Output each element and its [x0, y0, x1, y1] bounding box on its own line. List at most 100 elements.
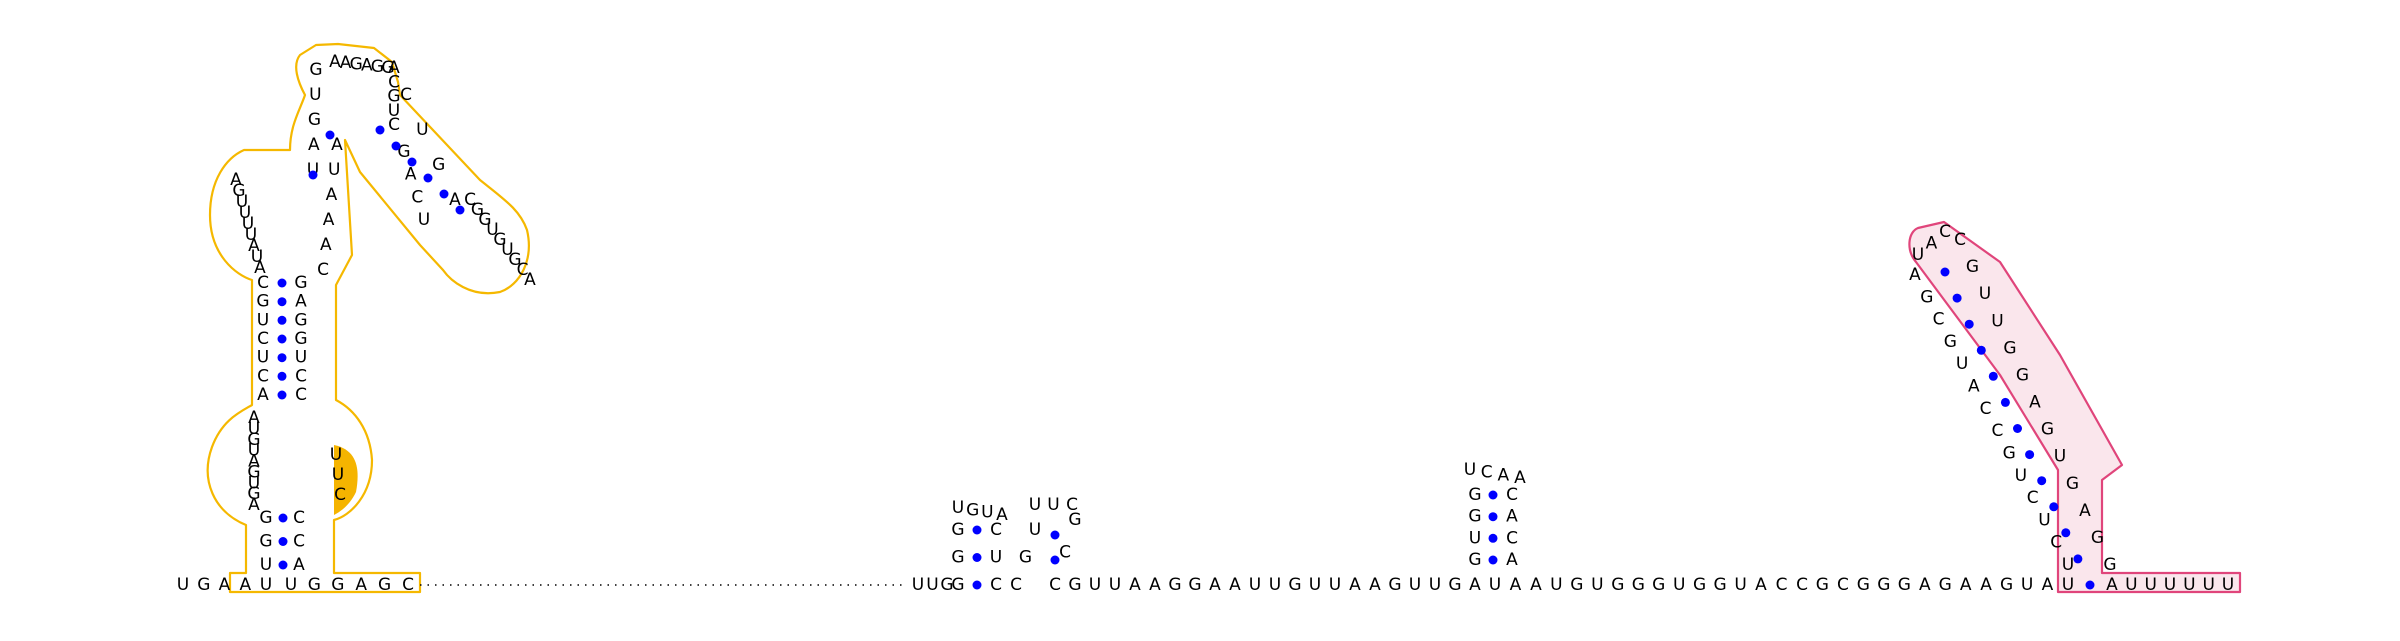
- nucleotide: U: [332, 465, 344, 485]
- nucleotide: A: [308, 135, 320, 155]
- stem-a-5prime: UGG: [259, 508, 272, 575]
- nucleotide: G: [331, 575, 344, 595]
- domain-2-outline: [1908, 220, 2242, 594]
- nucleotide: U: [912, 575, 924, 595]
- nucleotide: A: [355, 575, 367, 595]
- base-pair-dot: [2037, 476, 2047, 486]
- nucleotide: G: [259, 532, 272, 552]
- nucleotide: A: [1497, 465, 1509, 485]
- nucleotide: C: [517, 260, 529, 280]
- hp2-pairs: [1050, 530, 1060, 565]
- nucleotide: A: [323, 210, 335, 230]
- nucleotide: C: [388, 115, 400, 135]
- nucleotide: G: [966, 500, 979, 520]
- nucleotide: C: [1506, 528, 1518, 548]
- nucleotide: G: [1068, 575, 1081, 595]
- nucleotide: G: [1468, 485, 1481, 505]
- nucleotide: U: [981, 503, 993, 523]
- base-pair-dot: [972, 553, 982, 562]
- nucleotide: A: [524, 270, 536, 290]
- base-pair-dot: [972, 580, 982, 590]
- nucleotide: A: [230, 170, 242, 190]
- nucleotide: G: [1019, 548, 1032, 568]
- nucleotide: A: [1369, 575, 1381, 595]
- nucleotide: C: [1066, 495, 1078, 515]
- nucleotide: A: [1506, 507, 1518, 527]
- nucleotide: C: [257, 273, 269, 293]
- domain-1-highlight: [334, 445, 358, 515]
- stem-b-pairs: [277, 278, 287, 400]
- nucleotide: A: [1514, 468, 1526, 488]
- nucleotide: U: [1309, 575, 1321, 595]
- nucleotide: U: [990, 548, 1002, 568]
- nucleotide: U: [388, 101, 400, 121]
- nucleotide: U: [2062, 575, 2074, 595]
- nucleotide: C: [1506, 485, 1518, 505]
- nucleotide: G: [350, 54, 363, 74]
- nucleotide: G: [2103, 555, 2116, 575]
- base-pair-dot: [1050, 530, 1060, 540]
- nucleotide: A: [449, 190, 461, 210]
- nucleotide: C: [990, 575, 1002, 595]
- base-pair-dot: [1488, 555, 1498, 565]
- nucleotide: G: [493, 230, 506, 250]
- base-pair-dot: [278, 537, 288, 546]
- nucleotide: G: [371, 57, 384, 77]
- base-pair-dot: [1488, 512, 1498, 522]
- nucleotide: C: [2050, 533, 2062, 553]
- nucleotide: G: [1468, 550, 1481, 570]
- nucleotide: U: [2038, 510, 2050, 530]
- nucleotide: G: [1816, 575, 1829, 595]
- nucleotide: C: [990, 520, 1002, 540]
- nucleotide: U: [1409, 575, 1421, 595]
- domain-1-outline: [206, 42, 530, 594]
- nucleotide: U: [2144, 575, 2156, 595]
- nucleotide: C: [334, 485, 346, 505]
- nucleotide: A: [248, 495, 260, 515]
- nucleotide: C: [1796, 575, 1808, 595]
- nucleotide: A: [254, 258, 266, 278]
- nucleotide: A: [326, 185, 338, 205]
- nucleotide: A: [405, 165, 417, 185]
- nucleotide: U: [418, 210, 430, 230]
- nucleotide: G: [247, 484, 260, 504]
- base-pair-dot: [972, 525, 982, 535]
- base-pair-dot: [2013, 424, 2022, 433]
- base-pair-dot: [1964, 319, 1974, 329]
- loop-a-right: CUU: [330, 445, 346, 505]
- hp1-stem-5prime: GGG: [951, 520, 964, 595]
- base-pair-dot: [308, 170, 318, 180]
- nucleotide: C: [1059, 543, 1071, 563]
- base-pair-dot: [1050, 555, 1060, 565]
- nucleotide: G: [1898, 575, 1911, 595]
- nucleotide: A: [2029, 393, 2041, 413]
- nucleotide: U: [416, 120, 428, 140]
- nucleotide: G: [308, 110, 321, 130]
- nucleotide: U: [2015, 466, 2027, 486]
- stem-a-3prime: CCA: [293, 508, 305, 575]
- nucleotide: A: [239, 575, 251, 595]
- base-pair-dot: [277, 297, 287, 307]
- base-pair-dot: [277, 390, 287, 400]
- stem-c-pairs: [308, 130, 335, 180]
- nucleotide: U: [285, 575, 297, 595]
- nucleotide: C: [295, 366, 307, 386]
- nucleotide: A: [219, 575, 231, 595]
- nucleotide: G: [1920, 287, 1933, 307]
- nucleotide: G: [1388, 575, 1401, 595]
- nucleotide: G: [508, 250, 521, 270]
- nucleotide: G: [1877, 575, 1890, 595]
- nucleotide: U: [2054, 447, 2066, 467]
- nucleotide: G: [951, 575, 964, 595]
- nucleotide: G: [2000, 575, 2013, 595]
- base-pair-dot: [2073, 554, 2083, 564]
- nucleotide: G: [1944, 332, 1957, 352]
